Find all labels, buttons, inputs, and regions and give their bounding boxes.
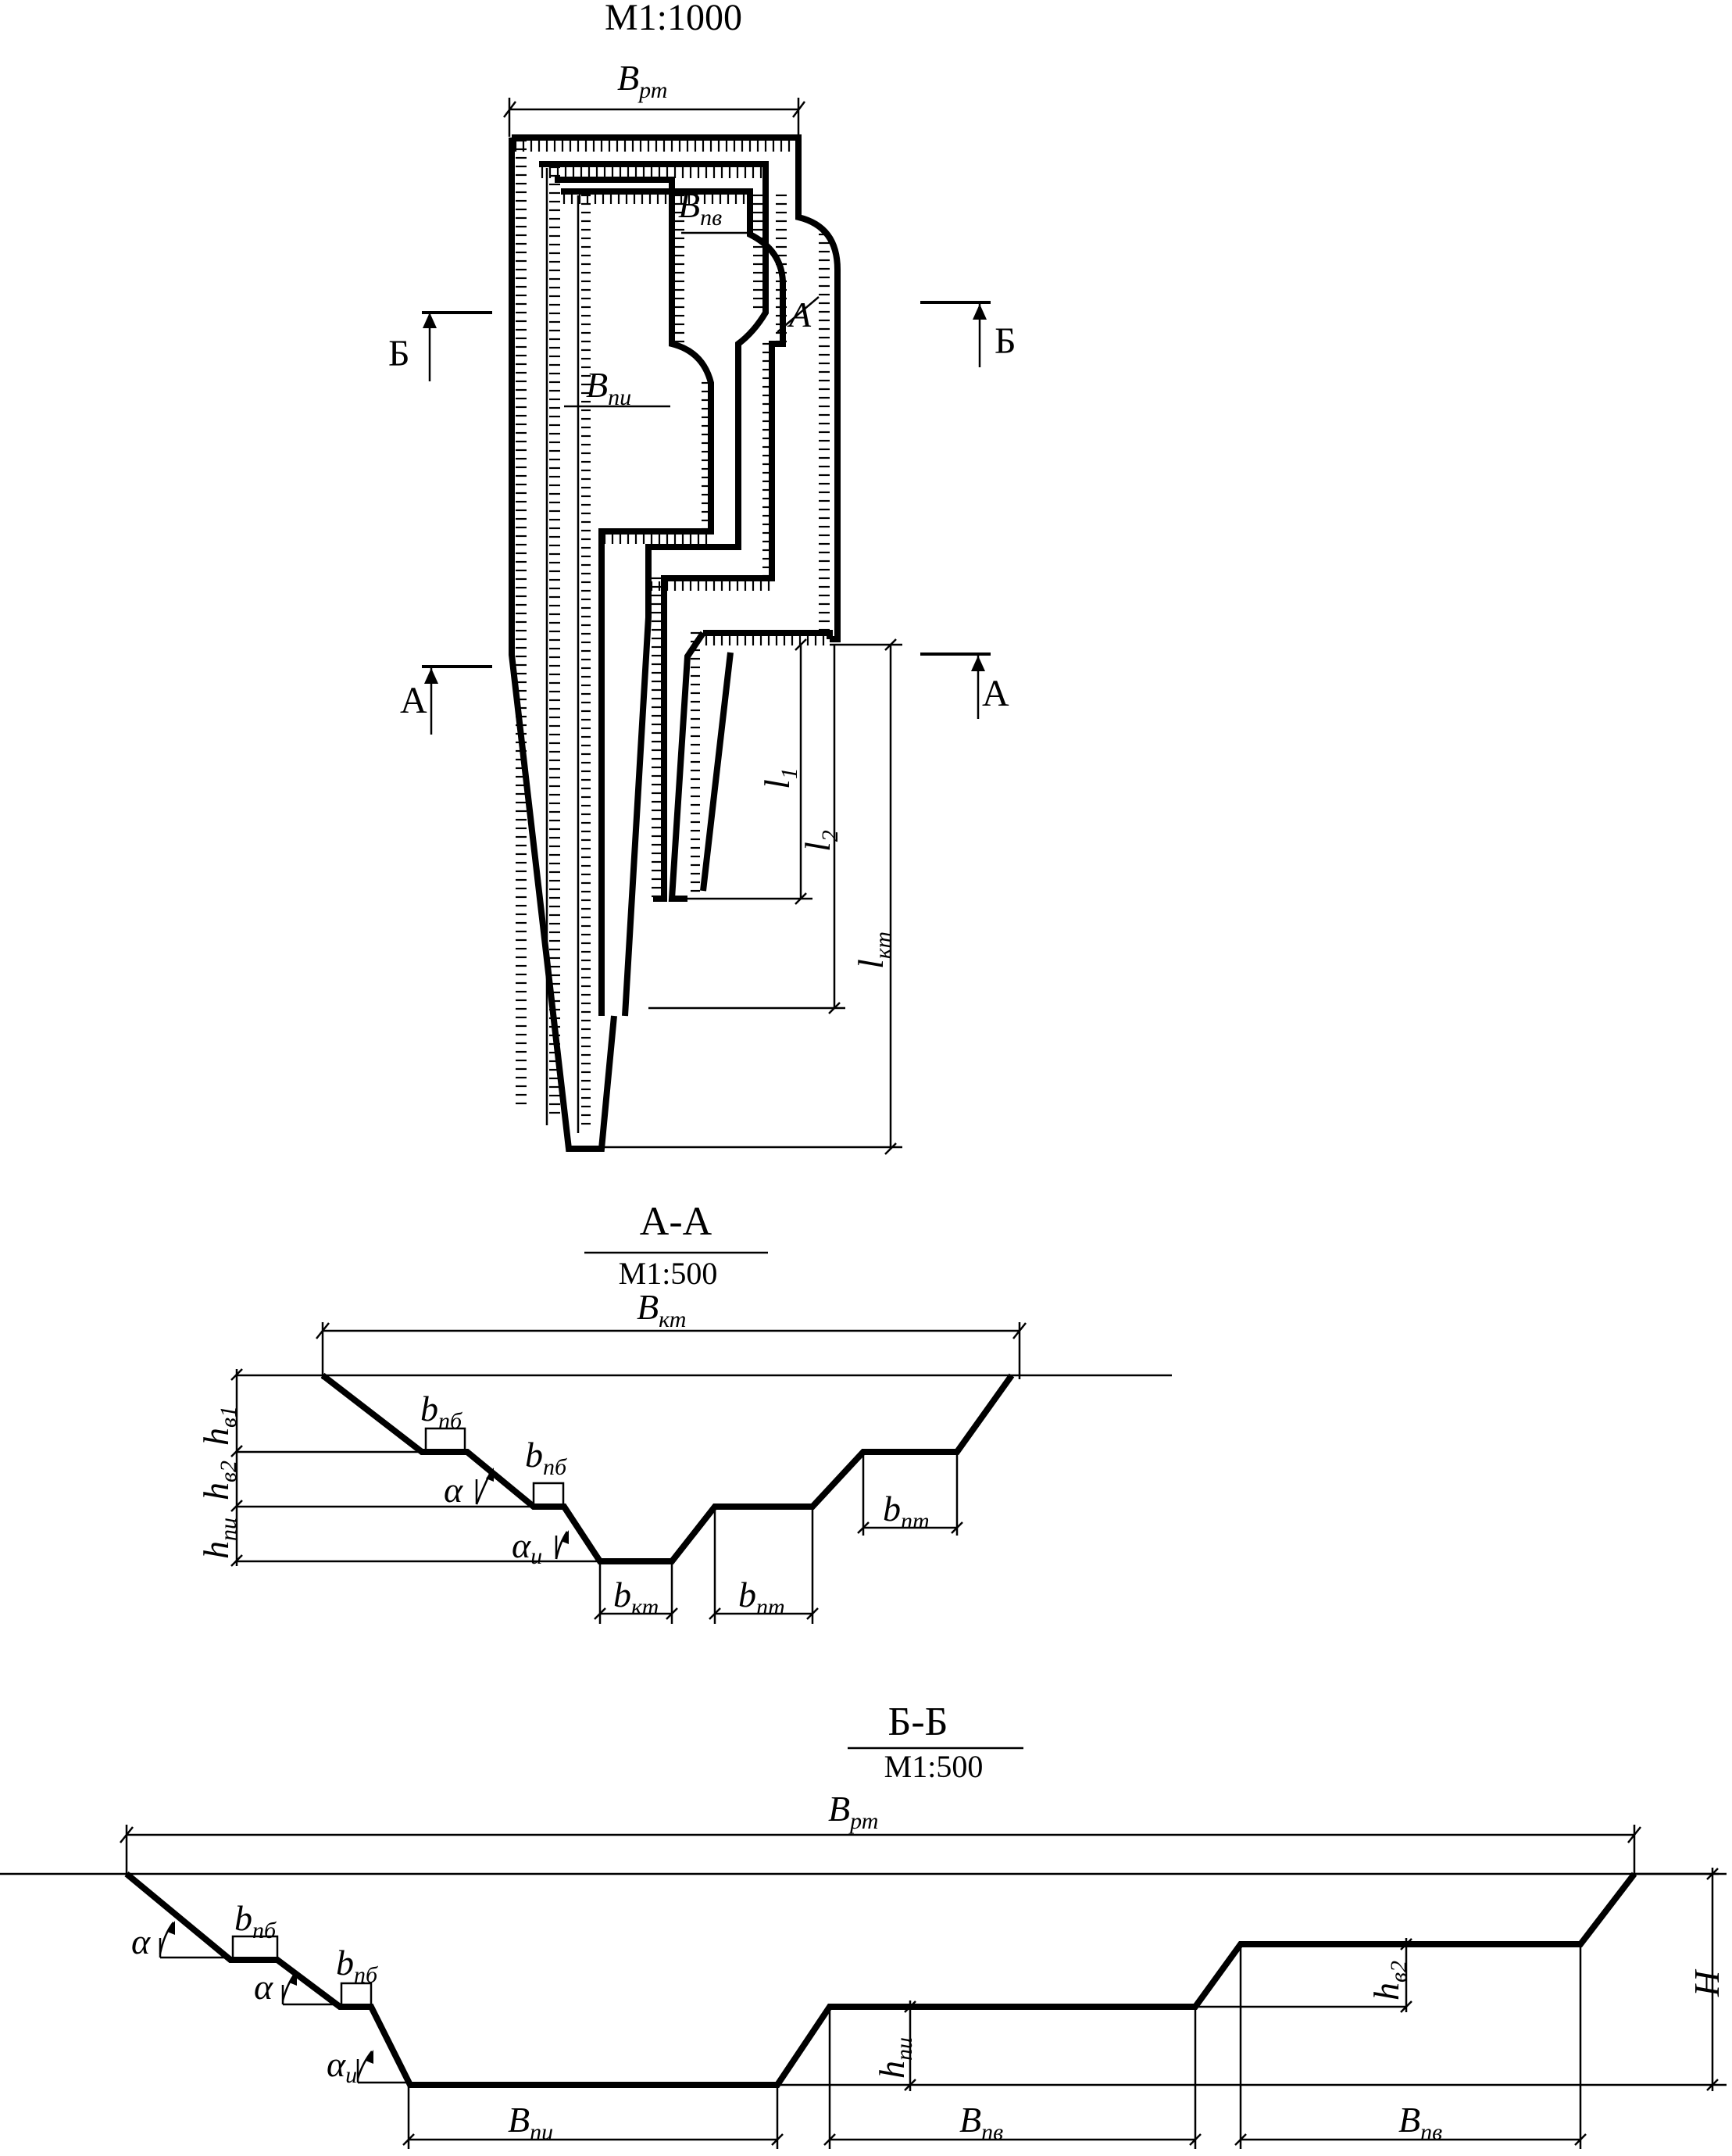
section-bb-bpb2: bпб [336, 1943, 378, 1988]
plan-l2-label: l2 [798, 830, 843, 852]
plan-berm-hatching [514, 139, 830, 1125]
plan-view: М1:1000 Bрт Bпв Bпи A [388, 0, 1016, 1155]
svg-text:Б: Б [995, 320, 1016, 362]
plan-inner-outline-3 [555, 177, 714, 1016]
section-bb-bpb1: bпб [234, 1898, 277, 1943]
section-bb-H: H [1687, 1968, 1727, 1997]
section-bb-title: Б-Б [887, 1700, 948, 1744]
section-bb: Б-Б М1:500 Bрт bпб bпб α α αи [0, 1700, 1727, 2149]
plan-l-dimensions: l1 l2 lкт [602, 638, 902, 1155]
section-aa-bpb2: bпб [525, 1435, 567, 1480]
section-aa-alpha-i: αи [512, 1525, 542, 1569]
plan-lkt-label: lкт [851, 931, 896, 969]
section-bb-alpha1: α [131, 1922, 151, 1961]
plan-bpi-label: Bпи [586, 365, 631, 410]
plan-l1-label: l1 [757, 767, 802, 789]
svg-text:А: А [982, 673, 1009, 714]
section-aa-bpb1: bпб [420, 1389, 462, 1434]
section-bb-hv2: hв2 [1366, 1961, 1412, 2000]
section-aa-hv2: hв2 [196, 1461, 241, 1500]
plan-bpv-label: Bпв [678, 185, 722, 231]
svg-text:Б: Б [388, 333, 410, 374]
section-aa-bpt1: bпт [738, 1575, 785, 1620]
section-bb-bpv2: Bпв [1398, 2100, 1442, 2145]
section-aa-bkt: bкт [613, 1575, 659, 1620]
section-bb-alpha-i: αи [327, 2044, 357, 2088]
section-aa-alpha: α [444, 1470, 463, 1510]
section-bb-hpi: hпи [872, 2037, 917, 2079]
section-bb-scale: М1:500 [884, 1749, 984, 1784]
plan-pit-bottom [668, 630, 833, 902]
section-aa-hpi: hпи [196, 1518, 241, 1559]
section-bb-brt: Bрт [828, 1789, 878, 1834]
plan-section-mark-b-left: Б [388, 311, 492, 381]
section-aa-hv1: hв1 [196, 1406, 241, 1446]
section-aa-scale: М1:500 [619, 1256, 718, 1291]
plan-brt-label: Bрт [617, 58, 667, 103]
section-aa-bpt2: bпт [883, 1489, 930, 1534]
section-bb-alpha2: α [254, 1967, 273, 2007]
plan-inner-outline-1 [539, 161, 769, 1017]
section-bb-bpv1: Bпв [959, 2100, 1003, 2145]
plan-section-mark-b-right: Б [920, 301, 1016, 367]
plan-scale: М1:1000 [605, 0, 742, 38]
section-aa-title: А-А [640, 1200, 712, 1244]
plan-inner-outline-2 [561, 188, 786, 902]
plan-brt-dimension: Bрт [503, 58, 805, 137]
section-bb-bpi: Bпи [508, 2100, 553, 2145]
plan-section-mark-a-left: А [400, 665, 492, 735]
section-aa: А-А М1:500 Bкт hв1 hв2 hпи bпб bпб [196, 1200, 1172, 1624]
plan-section-mark-a-right: А [920, 653, 1009, 719]
section-aa-bkt-top: Bкт [637, 1287, 686, 1332]
svg-text:А: А [400, 680, 427, 721]
